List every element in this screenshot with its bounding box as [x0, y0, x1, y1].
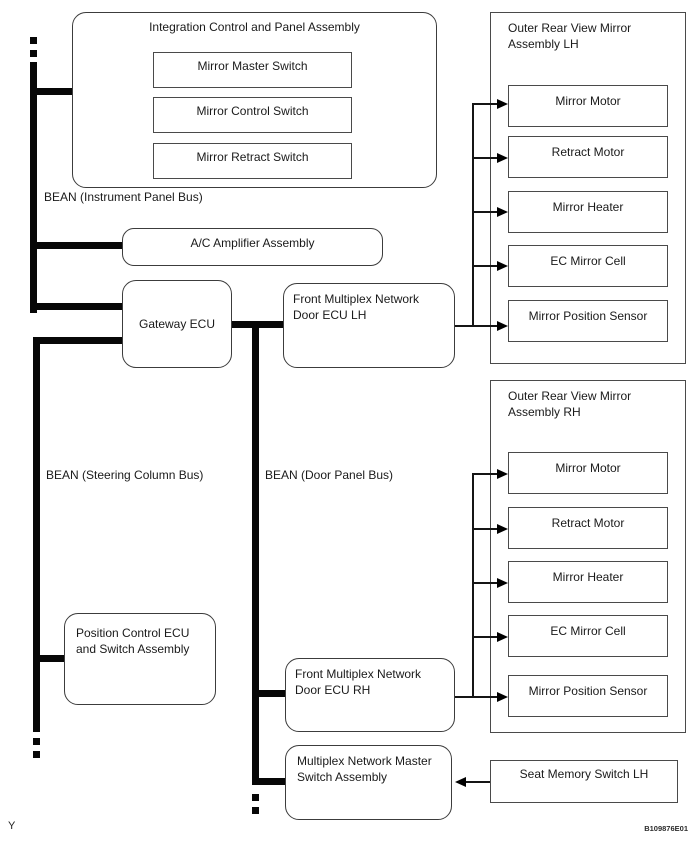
door-ecu-rh-box [285, 658, 455, 732]
bus-instrument-panel-line [30, 62, 37, 313]
arrow-right-icon [497, 153, 508, 163]
seat-memory-switch-lh-box [490, 760, 678, 803]
retract-motor-rh-box: Retract Motor [508, 507, 668, 549]
connector-seat-memory [466, 781, 490, 783]
ac-amplifier-title: A/C Amplifier Assembly [190, 236, 315, 250]
connector-stub [472, 157, 497, 159]
arrow-right-icon [497, 207, 508, 217]
bus-branch-gateway-lower [36, 337, 123, 344]
master-switch-assembly-title: Multiplex Network Master Switch Assembly [297, 754, 432, 784]
page-marker: Y [8, 820, 16, 832]
connector-rh-distribution-line [472, 473, 474, 697]
mirror-assembly-rh-title: Outer Rear View Mirror Assembly RH [508, 389, 632, 419]
connector-stub [472, 528, 497, 530]
bus-branch-position-control [36, 655, 66, 662]
position-control-ecu-title: Position Control ECU and Switch Assembly [76, 626, 190, 656]
seat-memory-switch-lh-title: Seat Memory Switch LH [519, 767, 649, 781]
mirror-heater-lh-box: Mirror Heater [508, 191, 668, 233]
bus-dash [30, 50, 37, 57]
connector-stub [472, 265, 497, 267]
bus-label-instrument-panel: BEAN (Instrument Panel Bus) [44, 190, 203, 204]
mirror-motor-rh-box: Mirror Motor [508, 452, 668, 494]
connector-stub [472, 582, 497, 584]
arrow-right-icon [497, 692, 508, 702]
bus-dash [30, 37, 37, 44]
mirror-control-switch-box: Mirror Control Switch [153, 97, 352, 133]
bus-label-door-panel: BEAN (Door Panel Bus) [265, 468, 394, 482]
mirror-master-switch-box: Mirror Master Switch [153, 52, 352, 88]
bus-branch-door-ecu-rh [255, 690, 287, 697]
arrow-right-icon [497, 469, 508, 479]
bus-door-panel-line [252, 321, 259, 785]
ec-mirror-cell-lh-box: EC Mirror Cell [508, 245, 668, 287]
bus-dash [33, 751, 40, 758]
connector-stub [472, 636, 497, 638]
bus-branch-gateway-upper [33, 303, 123, 310]
arrow-left-icon [455, 777, 466, 787]
master-switch-assembly-box [285, 745, 452, 820]
connector-stub [472, 696, 497, 698]
retract-motor-lh-box: Retract Motor [508, 136, 668, 178]
ec-mirror-cell-rh-box: EC Mirror Cell [508, 615, 668, 657]
connector-stub [472, 325, 497, 327]
connector-door-ecu-lh [455, 325, 472, 327]
mirror-position-sensor-lh-box: Mirror Position Sensor [508, 300, 668, 342]
integration-title: Integration Control and Panel Assembly [149, 20, 360, 34]
connector-stub [472, 473, 497, 475]
connector-stub [472, 103, 497, 105]
gateway-ecu-box: Gateway ECU [122, 280, 232, 368]
mirror-position-sensor-rh-box: Mirror Position Sensor [508, 675, 668, 717]
connector-door-ecu-rh [455, 696, 472, 698]
mirror-assembly-lh-title: Outer Rear View Mirror Assembly LH [508, 21, 632, 51]
door-ecu-rh-title: Front Multiplex Network Door ECU RH [295, 667, 422, 697]
mirror-heater-rh-box: Mirror Heater [508, 561, 668, 603]
arrow-right-icon [497, 261, 508, 271]
figure-code: B109876E01 [644, 824, 688, 833]
bus-label-steering-column: BEAN (Steering Column Bus) [46, 468, 204, 482]
arrow-right-icon [497, 524, 508, 534]
ac-amplifier-assembly-box [122, 228, 383, 266]
connector-stub [472, 211, 497, 213]
bus-dash [33, 738, 40, 745]
arrow-right-icon [497, 578, 508, 588]
bus-branch-ac-amplifier [33, 242, 123, 249]
position-control-ecu-box [64, 613, 216, 705]
mirror-retract-switch-box: Mirror Retract Switch [153, 143, 352, 179]
mirror-assembly-rh-box [490, 380, 686, 733]
door-ecu-lh-box [283, 283, 455, 368]
arrow-right-icon [497, 632, 508, 642]
arrow-right-icon [497, 99, 508, 109]
mirror-motor-lh-box: Mirror Motor [508, 85, 668, 127]
bus-branch-integration [33, 88, 74, 95]
door-ecu-lh-title: Front Multiplex Network Door ECU LH [293, 292, 420, 322]
bus-steering-column-line [33, 337, 40, 732]
connector-lh-distribution-line [472, 103, 474, 326]
bus-branch-master-switch [255, 778, 287, 785]
bus-dash [252, 794, 259, 801]
arrow-right-icon [497, 321, 508, 331]
bus-dash [252, 807, 259, 814]
